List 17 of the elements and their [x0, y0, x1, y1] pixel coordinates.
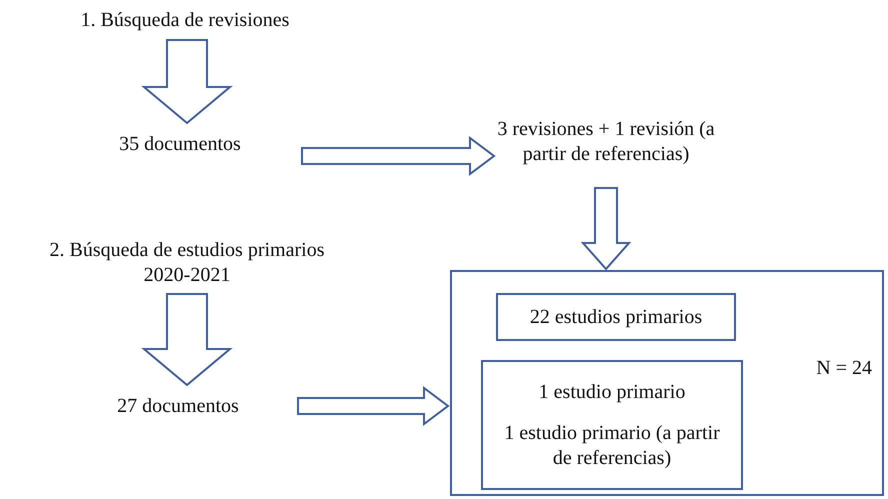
result-box [496, 293, 736, 341]
study-count: 22 estudios primarios [530, 304, 702, 330]
block-arrow [580, 187, 632, 270]
result-frame [450, 270, 884, 496]
step-text: 2. Búsqueda de estudios primarios 2020-2021 [48, 238, 326, 288]
block-arrow [297, 386, 450, 426]
step-text: 35 documentos [119, 132, 241, 156]
study-count: 1 estudio primario (a partir de referencias) [503, 420, 721, 470]
step-text: 3 revisiones + 1 revisión (a partir de referencias) [496, 117, 716, 167]
block-arrow [301, 136, 496, 176]
block-arrow [141, 39, 233, 124]
result-box [481, 360, 743, 490]
step-text: 27 documentos [117, 394, 239, 418]
step-text: 1. Búsqueda de revisiones [80, 8, 290, 32]
study-count: 1 estudio primario [538, 380, 686, 404]
total-count: N = 24 [816, 356, 872, 381]
block-arrow [141, 293, 233, 386]
